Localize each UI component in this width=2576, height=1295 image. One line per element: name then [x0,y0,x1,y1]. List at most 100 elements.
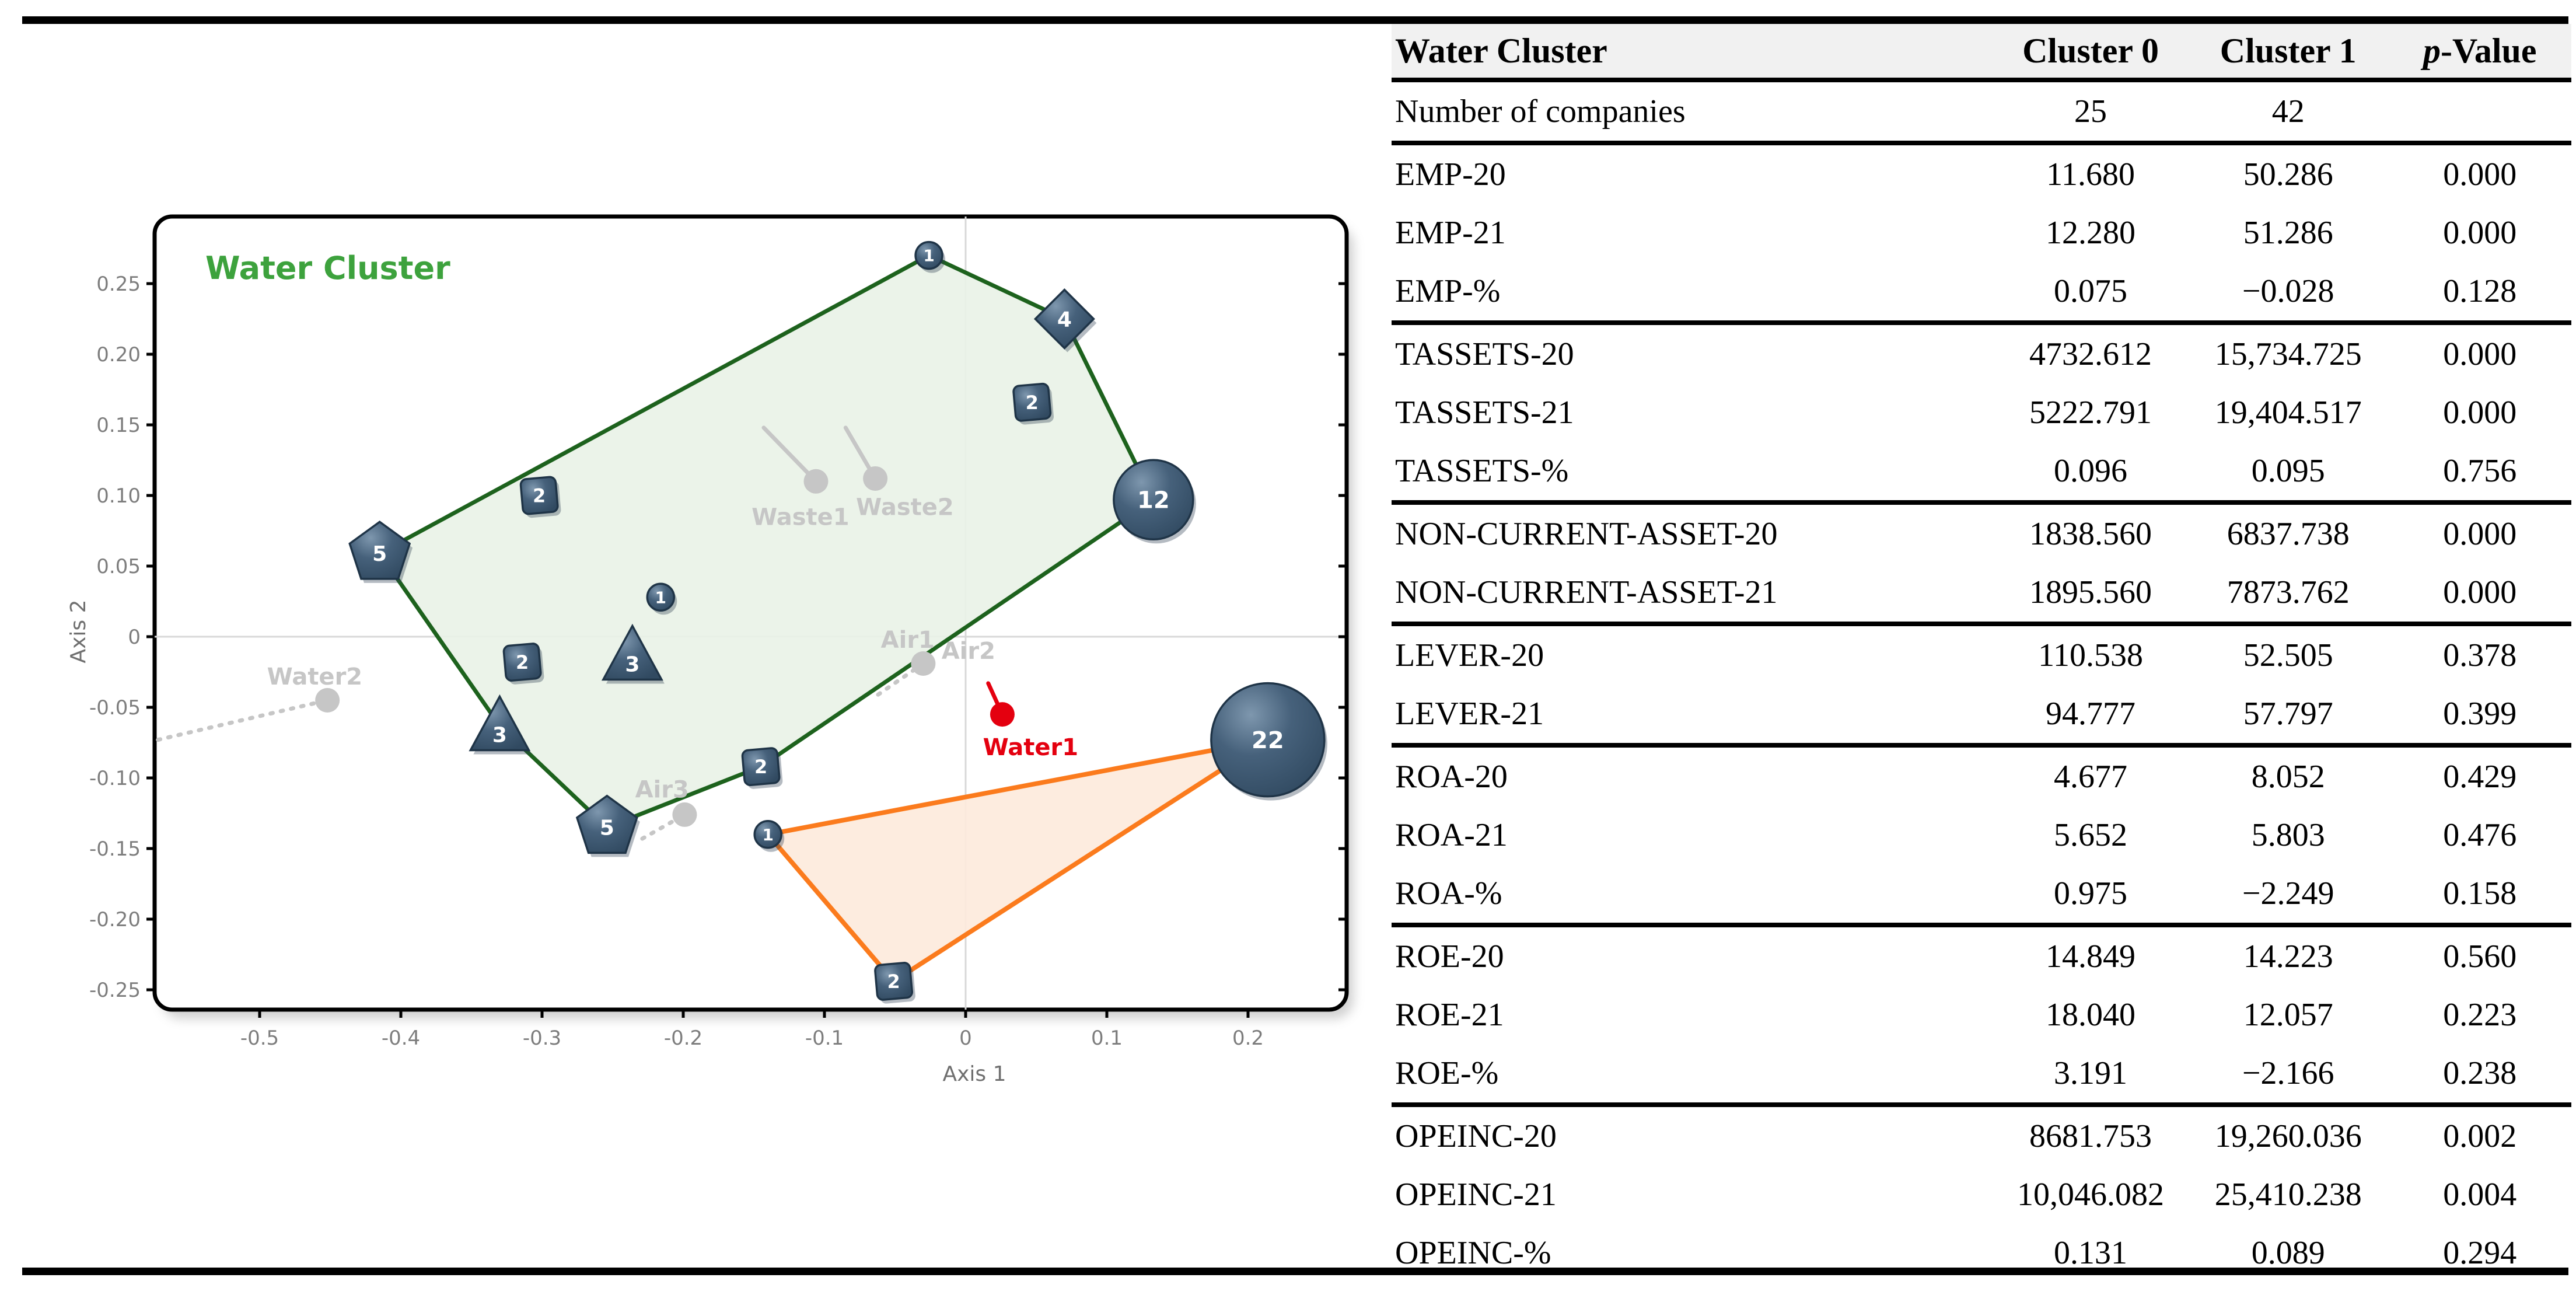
row-value: 11.680 [2046,156,2135,193]
marker-triangle-3: 3 [601,623,665,684]
row-value: 0.476 [2443,816,2517,853]
y-tick-label: 0.20 [96,343,141,366]
row-value: 10,046.082 [2017,1176,2165,1213]
loading-dot [803,469,829,494]
marker-circle-1: 1 [914,240,946,273]
marker-count-label: 1 [762,825,773,844]
row-value: 0.238 [2388,1044,2571,1107]
x-tick-label: -0.4 [382,1027,420,1050]
y-tick-label: -0.20 [89,908,141,931]
marker-square-2: 2 [502,643,544,685]
column-header-2: p-Value [2388,24,2571,82]
table-title: Water Cluster [1392,24,1994,82]
marker-triangle-3: 3 [469,694,532,755]
bottom-rule [22,1268,2568,1275]
row-label: LEVER-20 [1395,637,1544,673]
marker-circle-1: 1 [646,582,677,615]
cluster-0-hull [378,253,1156,830]
row-value: 25,410.238 [2214,1176,2362,1213]
loading-dot [863,466,888,491]
row-label: TASSETS-20 [1395,336,1574,372]
loading-waste1: Waste1 [752,425,850,530]
marker-count-label: 3 [625,652,639,676]
row-value: −2.166 [2187,1044,2389,1107]
loading-label: Air1 [881,627,935,654]
marker-square-2: 2 [1012,382,1054,425]
marker-square-2: 2 [874,962,915,1004]
chart-title: Water Cluster [205,250,450,287]
loading-air1: Air1 [876,627,936,697]
x-tick-label: -0.3 [523,1027,561,1050]
row-label: OPEINC-21 [1395,1176,1557,1213]
loading-waste2: Waste2 [843,425,954,521]
row-label: EMP-20 [1395,156,1506,193]
loading-line [761,425,818,484]
row-label: TASSETS-% [1392,442,1994,505]
row-value: 0.000 [2388,563,2571,626]
row-value: 0.223 [2443,996,2517,1033]
row-label: NON-CURRENT-ASSET-21 [1392,563,1994,626]
row-value: 0.095 [2187,442,2389,505]
row-label: ROE-% [1392,1044,1994,1107]
marker-count-label: 2 [754,756,767,778]
marker-count-label: 12 [1137,487,1170,514]
x-tick-label: -0.5 [240,1027,279,1050]
y-tick-label: -0.25 [89,979,141,1002]
marker-count-label: 5 [600,816,614,840]
row-value: 0.000 [2443,394,2517,431]
marker-count-label: 2 [533,485,546,507]
row-value: 4732.612 [2029,336,2152,372]
marker-count-label: 2 [1026,392,1039,414]
x-axis-title: Axis 1 [942,1062,1006,1086]
row-value: 0.560 [2443,938,2517,975]
row-value: 42 [2187,80,2389,145]
row-value: 8681.753 [2029,1118,2152,1154]
x-tick-label: -0.1 [805,1027,844,1050]
marker-square-2: 2 [519,476,561,518]
loading-label: Waste1 [752,504,850,530]
y-axis-title: Axis 2 [67,599,90,663]
row-value: 0.378 [2443,637,2517,673]
top-rule [22,16,2568,24]
y-tick-label: 0.25 [96,273,141,296]
row-value [2388,80,2571,145]
row-value: 0.429 [2443,758,2517,795]
row-value: 14.223 [2243,938,2333,975]
y-tick-label: -0.10 [89,767,141,790]
y-tick-label: 0.05 [96,555,141,578]
row-value: 0.075 [1993,262,2188,325]
row-value: 0.000 [2443,515,2517,552]
row-label: NON-CURRENT-ASSET-20 [1395,515,1778,552]
loading-water1: Water1 [983,681,1078,761]
row-value: 0.756 [2388,442,2571,505]
row-value: 0.000 [2443,156,2517,193]
marker-count-label: 2 [887,971,900,993]
row-label: ROA-20 [1395,758,1508,795]
row-value: 5222.791 [2029,394,2152,431]
row-value: 25 [1993,80,2188,145]
y-tick-label: -0.15 [89,837,141,861]
row-value: 1838.560 [2029,515,2152,552]
cluster-1-hull [766,737,1270,984]
row-value: 12.280 [2046,214,2136,251]
row-value: 94.777 [1993,685,2188,748]
row-label: EMP-21 [1395,214,1506,251]
marker-count-label: 2 [516,651,529,673]
loading-label: Air3 [635,776,689,803]
row-value: −2.249 [2187,864,2389,927]
loading-line [156,698,330,742]
loading-air2: Air2 [942,638,995,665]
row-value: 0.000 [2443,214,2517,251]
